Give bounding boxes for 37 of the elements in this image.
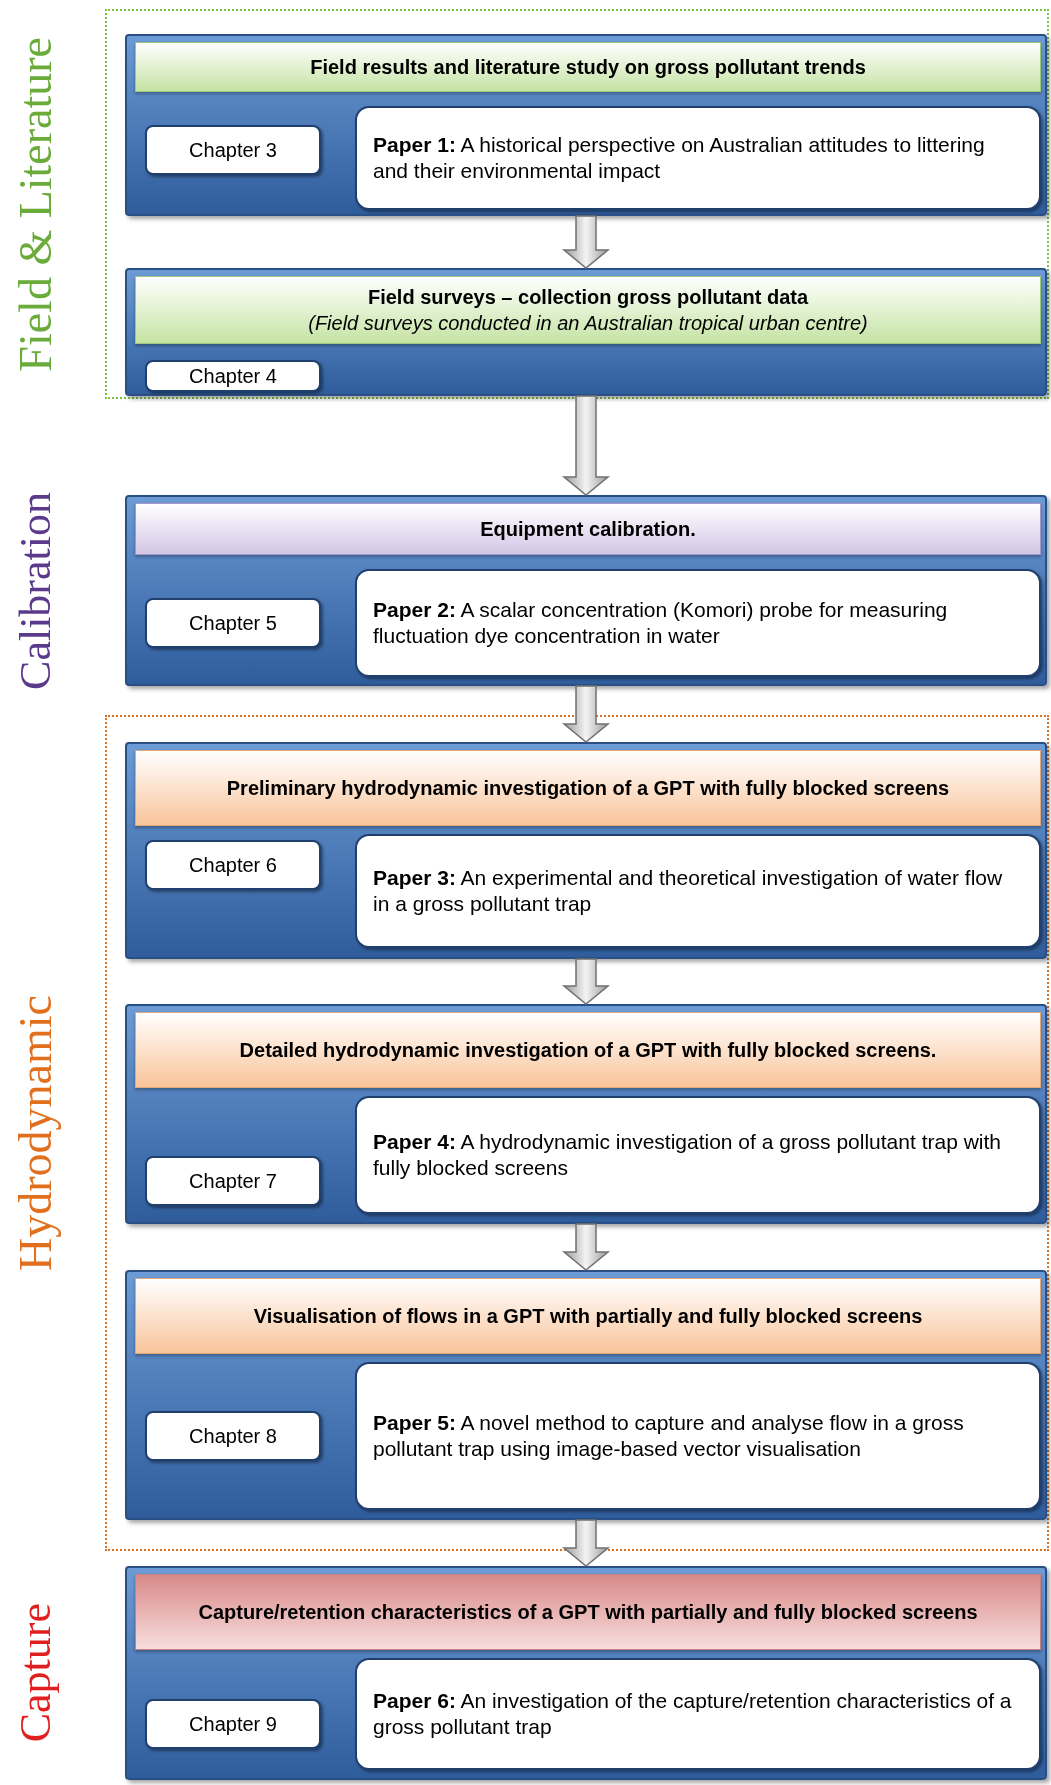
paper-description: Paper 5: A novel method to capture and analyse flow in a gross pollutant trap using image-based vector visualisation [355,1362,1041,1510]
chapter-label: Chapter 6 [145,840,321,890]
block-arrow [561,1519,611,1567]
paper-description: Paper 6: An investigation of the capture/retention characteristics of a gross pollutant trap [355,1658,1041,1770]
stage-panel [125,1566,1047,1780]
block-arrow [561,1223,611,1271]
block-arrow [561,215,611,269]
stage-title-band: Detailed hydrodynamic investigation of a GPT with fully blocked screens. [135,1012,1041,1088]
section-heading: Field & Literature [13,36,59,372]
stage-panel [125,1004,1047,1224]
paper-description: Paper 3: An experimental and theoretical investigation of water flow in a gross pollutant trap [355,834,1041,948]
stage-title-band: Visualisation of flows in a GPT with partially and fully blocked screens [135,1278,1041,1354]
chapter-label: Chapter 4 [145,360,321,392]
chapter-label: Chapter 7 [145,1156,321,1206]
stage-title-band: Capture/retention characteristics of a GPT with partially and fully blocked screens [135,1574,1041,1650]
stage-panel [125,742,1047,959]
stage-panel [125,1270,1047,1520]
section-heading: Hydrodynamic [13,995,59,1271]
stage-panel [125,268,1047,396]
stage-title-band: Preliminary hydrodynamic investigation of a GPT with fully blocked screens [135,750,1041,826]
paper-description: Paper 1: A historical perspective on Australian attitudes to littering and their environmental impact [355,106,1041,210]
block-arrow [561,685,611,743]
section-heading: Calibration [14,491,58,690]
stage-title-band: Equipment calibration. [135,503,1041,555]
paper-description: Paper 4: A hydrodynamic investigation of a gross pollutant trap with fully blocked screens [355,1096,1041,1214]
chapter-label: Chapter 3 [145,125,321,175]
chapter-label: Chapter 5 [145,598,321,648]
stage-title-band: Field results and literature study on gross pollutant trends [135,42,1041,92]
stage-panel [125,34,1047,216]
block-arrow [561,395,611,496]
paper-description: Paper 2: A scalar concentration (Komori) probe for measuring fluctuation dye concentration in water [355,569,1041,677]
block-arrow [561,958,611,1005]
chapter-label: Chapter 9 [145,1699,321,1749]
stage-panel [125,495,1047,686]
section-heading: Capture [14,1603,58,1743]
stage-title-band: Field surveys – collection gross pollutant data (Field surveys conducted in an Australian tropical urban centre) [135,276,1041,344]
chapter-label: Chapter 8 [145,1411,321,1461]
